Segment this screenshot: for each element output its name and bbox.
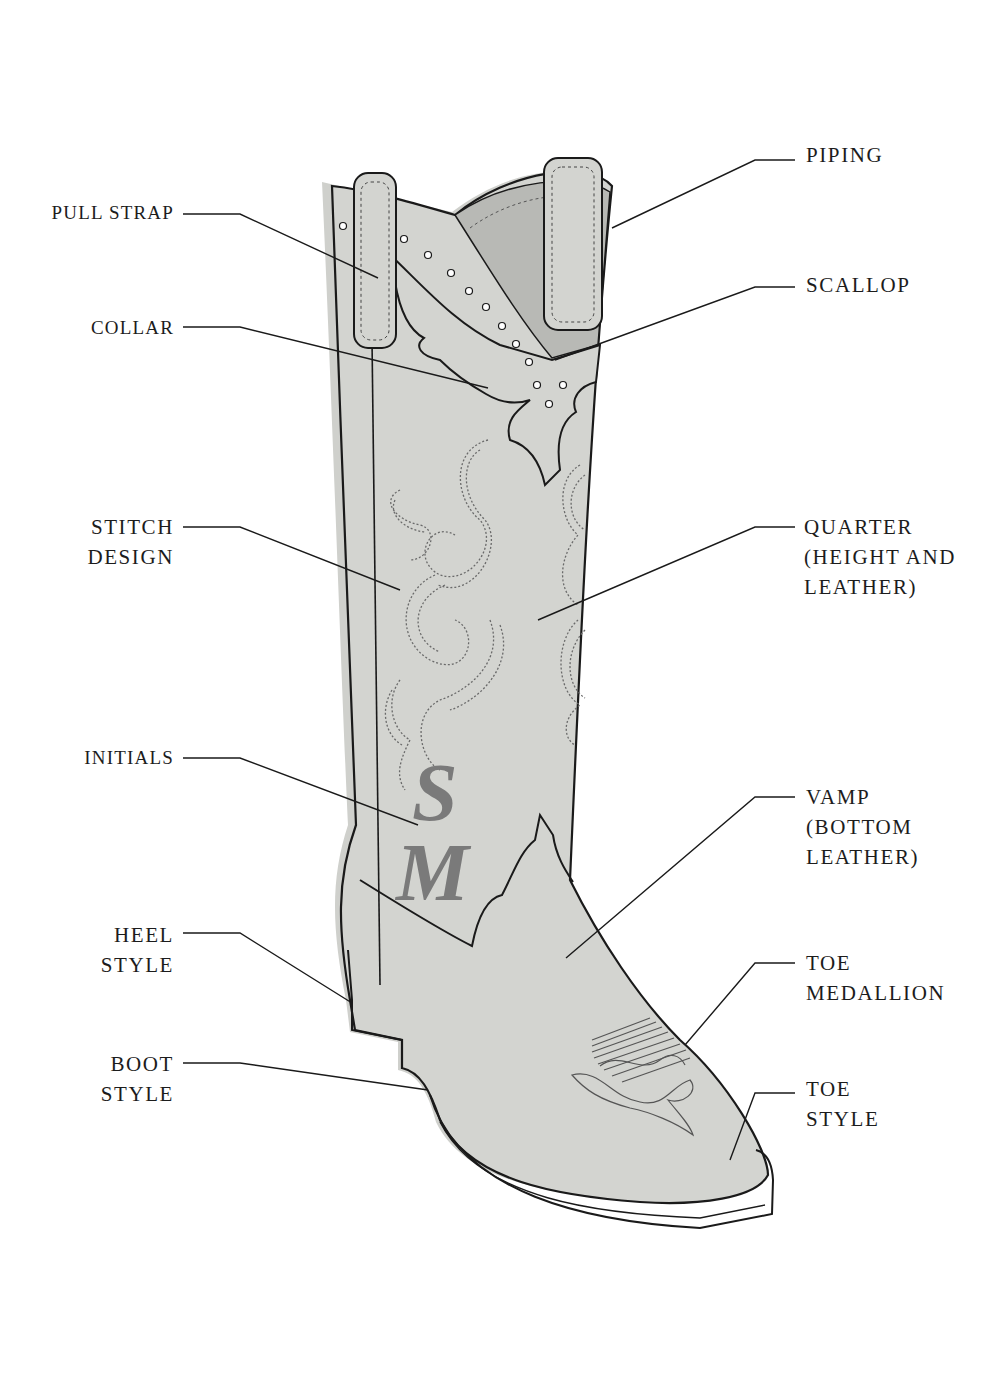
stitch-design	[385, 440, 585, 790]
pull-strap	[544, 158, 602, 330]
pull-strap-stitch	[552, 167, 594, 322]
leader-line	[566, 797, 795, 958]
leader-line	[183, 527, 400, 590]
part-label: COLLAR	[0, 313, 174, 343]
pull-strap	[354, 173, 396, 348]
part-label: INITIALS	[0, 743, 174, 773]
vamp-border	[360, 815, 573, 946]
part-label: VAMP (BOTTOM LEATHER)	[806, 782, 956, 872]
heel	[348, 950, 402, 1068]
leader-line	[183, 214, 378, 278]
leader-line	[730, 1093, 795, 1160]
leader-line	[685, 963, 795, 1045]
pull-strap-stitch	[361, 182, 389, 340]
toe-medallion	[572, 1018, 693, 1135]
part-label: STITCH DESIGN	[24, 512, 174, 572]
leader-line	[612, 160, 795, 228]
sole	[430, 1095, 773, 1228]
part-label: TOE MEDALLION	[806, 948, 986, 1008]
leader-line	[183, 327, 488, 388]
part-label: SCALLOP	[806, 270, 986, 300]
part-label: QUARTER (HEIGHT AND LEATHER)	[804, 512, 994, 602]
part-label: TOE STYLE	[806, 1074, 916, 1134]
part-label: PULL STRAP	[0, 198, 174, 228]
leader-line	[183, 933, 352, 1003]
leader-line	[555, 287, 795, 360]
leader-line	[183, 758, 418, 825]
initial-letter: M	[396, 832, 469, 914]
part-label: HEEL STYLE	[54, 920, 174, 980]
leader-line	[183, 1063, 428, 1090]
initial-letter: S	[412, 752, 458, 834]
part-label: BOOT STYLE	[54, 1049, 174, 1109]
leader-line	[538, 527, 795, 620]
sole-edge	[440, 1122, 765, 1218]
part-label: PIPING	[806, 140, 986, 170]
